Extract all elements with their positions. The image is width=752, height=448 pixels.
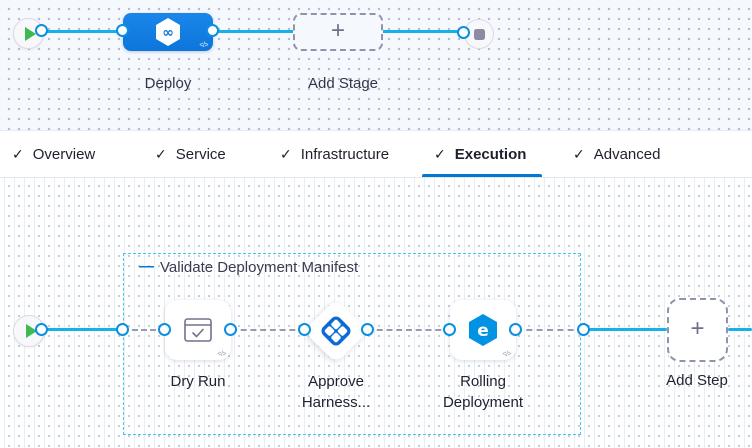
tab-infrastructure[interactable]: ✓ Infrastructure (280, 131, 389, 177)
tab-label: Infrastructure (300, 145, 390, 163)
check-icon: ✓ (280, 145, 292, 162)
check-icon: ✓ (12, 145, 24, 162)
svg-text:e: e (477, 321, 489, 341)
step-node-rolling-deployment[interactable]: e </> (450, 300, 516, 360)
label-line: Rolling (460, 373, 506, 390)
stage-flow-line (27, 30, 478, 33)
link-port[interactable] (298, 323, 311, 336)
yaml-code-icon[interactable]: </> (502, 351, 511, 358)
link-port[interactable] (224, 323, 237, 336)
label-line: Harness... (301, 394, 371, 411)
step-node-approve[interactable] (303, 298, 369, 364)
stop-icon (473, 28, 485, 40)
link-port[interactable] (457, 26, 470, 39)
tab-overview[interactable]: ✓ Overview (12, 131, 95, 177)
exec-flow-line (27, 328, 123, 331)
link-port[interactable] (206, 24, 219, 37)
link-port[interactable] (509, 323, 522, 336)
link-port[interactable] (116, 323, 129, 336)
add-step-label: Add Step (666, 372, 728, 389)
tab-execution[interactable]: ✓ Execution (434, 131, 526, 177)
step-node-dry-run[interactable]: </> (165, 300, 231, 360)
tab-label: Execution (454, 145, 527, 163)
step-link-dashed (516, 329, 584, 331)
link-port[interactable] (35, 24, 48, 37)
add-stage-button[interactable]: + (293, 13, 383, 51)
link-port[interactable] (116, 24, 129, 37)
stage-graph-canvas[interactable]: ∞ </> + Deploy Add Stage (0, 0, 752, 131)
step-label-dry-run: Dry Run (170, 373, 226, 390)
plus-icon: + (690, 315, 705, 342)
link-port[interactable] (35, 323, 48, 336)
collapse-icon[interactable]: — (139, 258, 154, 275)
harness-cd-icon: ∞ (156, 18, 180, 46)
approval-icon (321, 316, 351, 346)
step-group-container[interactable] (123, 253, 581, 435)
add-stage-label: Add Stage (307, 75, 379, 92)
step-group-header[interactable]: — Validate Deployment Manifest (139, 259, 358, 276)
plus-icon: + (330, 17, 345, 44)
link-port[interactable] (443, 323, 456, 336)
check-icon: ✓ (434, 145, 446, 162)
exec-flow-line (584, 328, 667, 331)
tab-label: Overview (32, 145, 96, 163)
check-icon: ✓ (573, 145, 585, 162)
play-icon (25, 26, 36, 41)
tab-service[interactable]: ✓ Service (155, 131, 226, 177)
tab-label: Service (175, 145, 226, 163)
label-line: Deployment (442, 394, 524, 411)
step-label-rolling-deployment: Rolling Deployment (433, 371, 533, 413)
tab-label: Advanced (593, 145, 661, 163)
yaml-code-icon[interactable]: </> (199, 42, 208, 49)
rolling-update-icon: e (469, 314, 497, 346)
label-line: Approve (308, 373, 364, 390)
checked-window-icon (184, 318, 212, 342)
step-link-dashed (367, 329, 451, 331)
check-icon: ✓ (155, 145, 167, 162)
tab-advanced[interactable]: ✓ Advanced (573, 131, 660, 177)
exec-flow-line (728, 328, 752, 331)
stage-config-tabbar: ✓ Overview ✓ Service ✓ Infrastructure ✓ … (0, 131, 752, 178)
stage-label-deploy: Deploy (144, 75, 192, 92)
yaml-code-icon[interactable]: </> (217, 351, 226, 358)
svg-text:∞: ∞ (162, 25, 174, 41)
step-group-title: Validate Deployment Manifest (160, 259, 359, 276)
step-label-approve: Approve Harness... (291, 371, 381, 413)
stage-node-deploy[interactable]: ∞ </> (123, 13, 213, 51)
link-port[interactable] (361, 323, 374, 336)
step-link-dashed (231, 329, 305, 331)
play-icon (25, 324, 37, 338)
link-port[interactable] (158, 323, 171, 336)
execution-graph-canvas[interactable]: — Validate Deployment Manifest </> (0, 177, 752, 448)
active-tab-underline (422, 174, 542, 177)
step-link-dashed (123, 329, 165, 331)
link-port[interactable] (577, 323, 590, 336)
add-step-button[interactable]: + (667, 298, 728, 362)
